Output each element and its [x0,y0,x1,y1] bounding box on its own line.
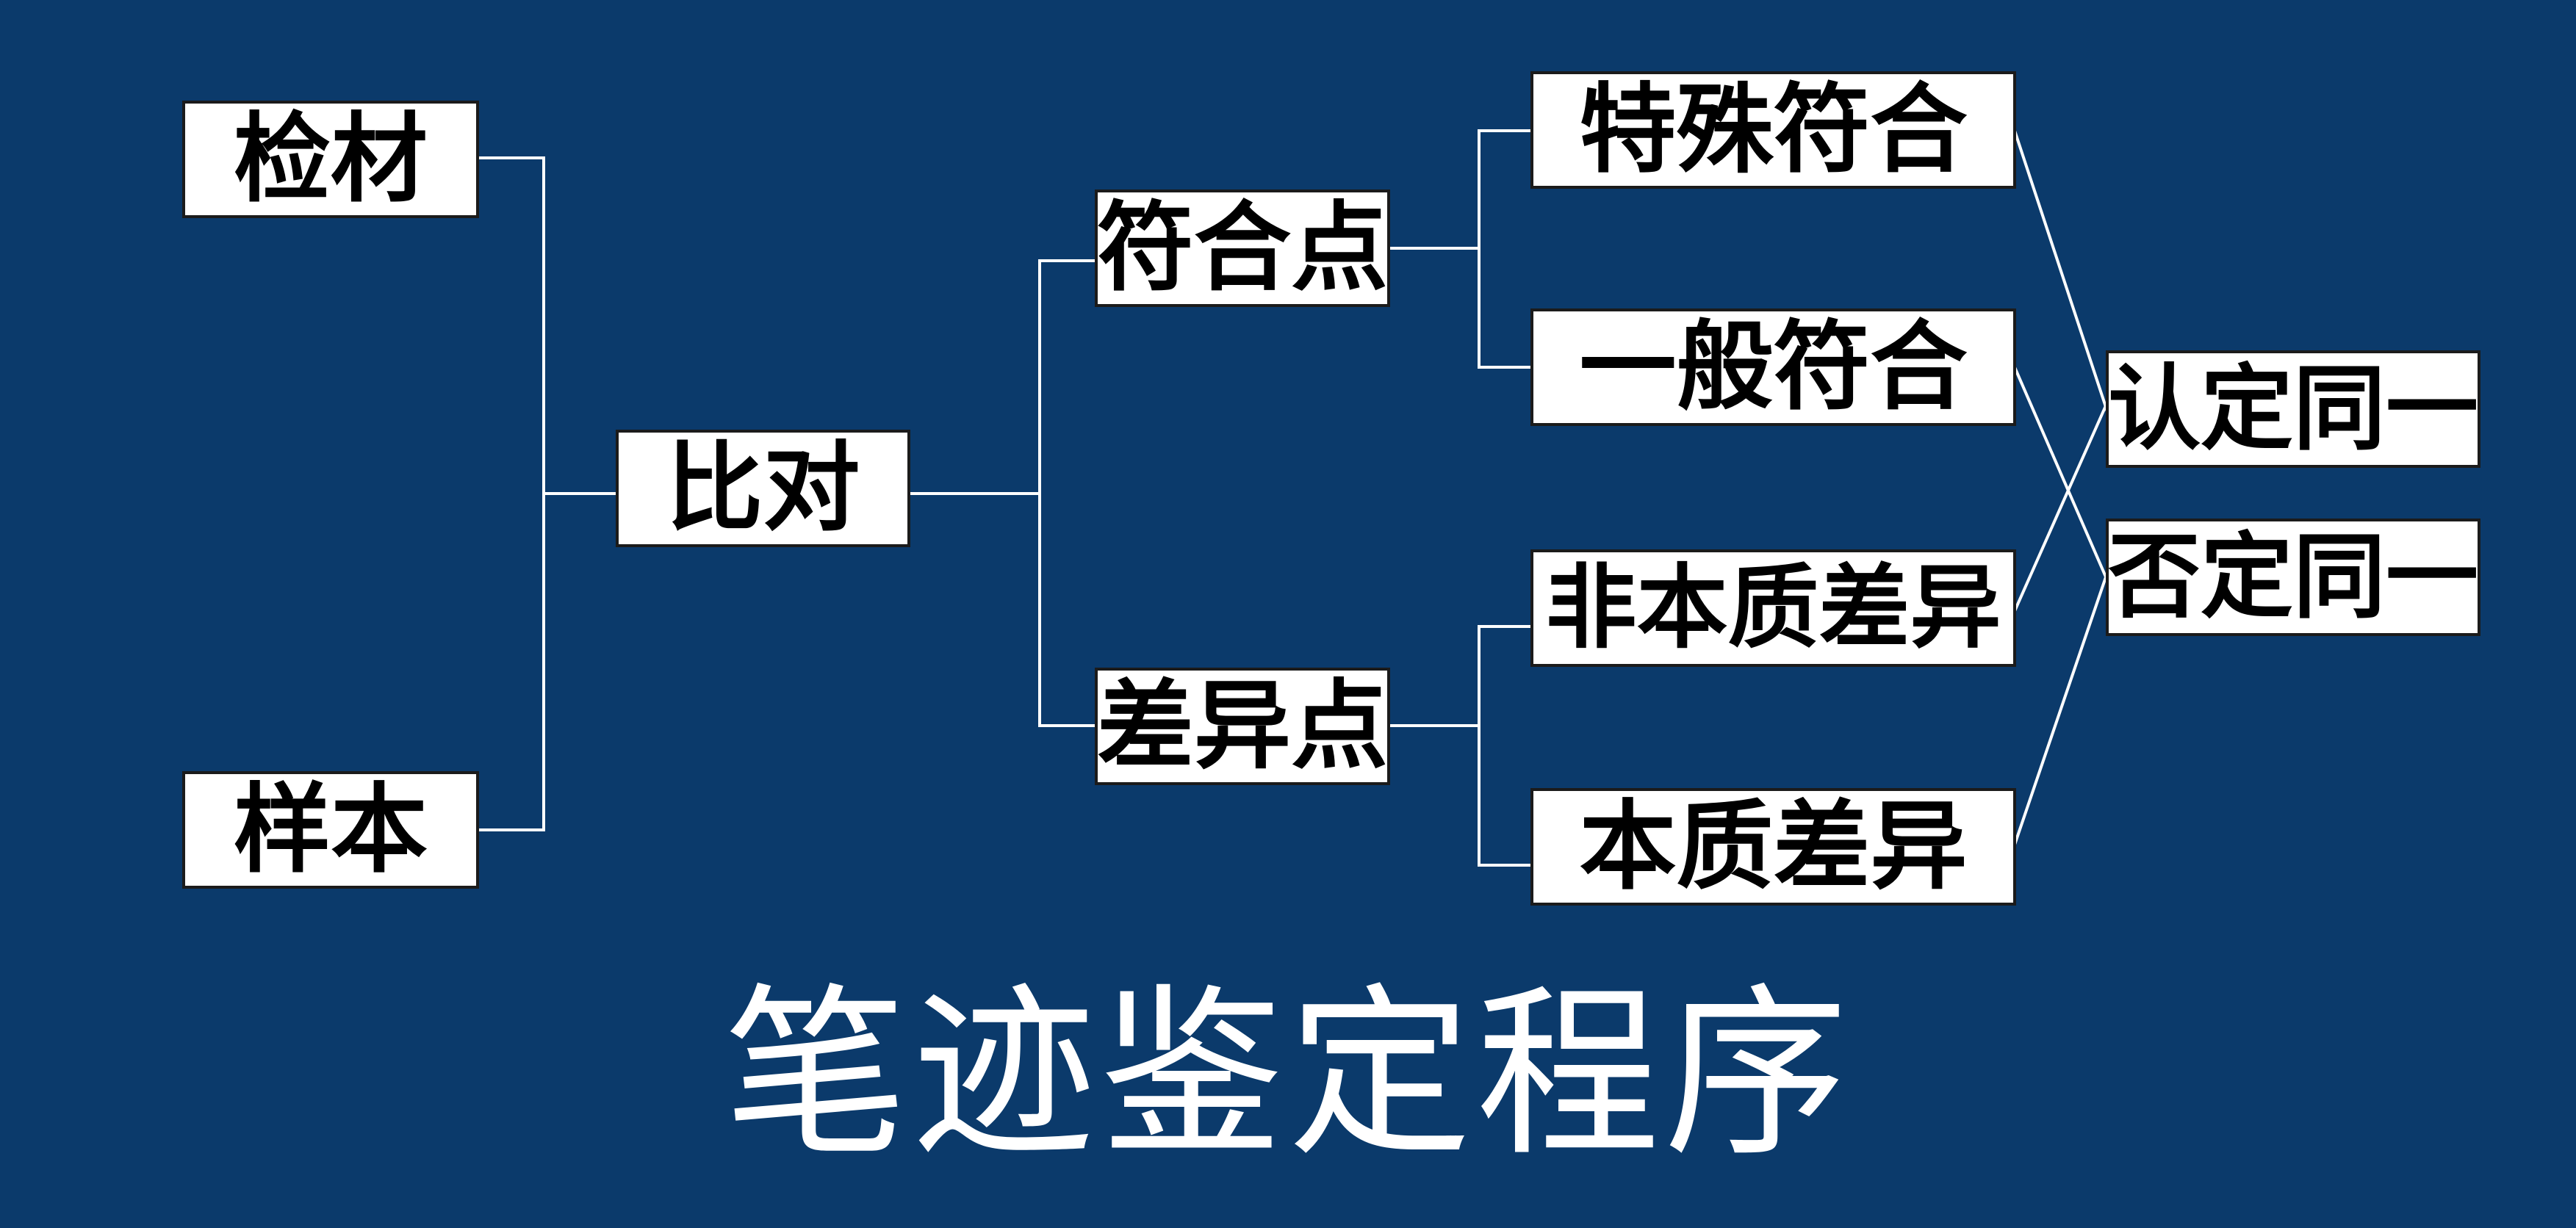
node-teshufuhe-label: 特殊符合 [1579,73,1968,187]
node-jiancai: 检材 [182,101,479,218]
node-foudingtongyi-label: 否定同一 [2108,523,2478,631]
node-fuhedian: 符合点 [1095,189,1390,307]
connector-yangben-bidui [478,494,545,831]
node-teshufuhe: 特殊符合 [1530,71,2016,189]
connector-bidui-fuhedian [909,259,1096,495]
node-feibenzhichayi-label: 非本质差异 [1545,555,2001,661]
node-rendingtongyi: 认定同一 [2106,350,2480,468]
node-fuhedian-label: 符合点 [1097,192,1388,305]
connector-chayidian-benzhi [1478,726,1532,867]
connector-teshu-rending [2013,130,2109,412]
node-chayidian-label: 差异点 [1097,670,1388,783]
diagram-title: 笔迹鉴定程序 [724,967,1852,1181]
node-yangben: 样本 [182,771,479,889]
node-jiancai-label: 检材 [234,103,428,216]
connector-chayidian-feibenzhi [1389,625,1532,727]
node-rendingtongyi-label: 认定同一 [2108,355,2478,463]
node-chayidian: 差异点 [1095,668,1390,785]
connector-fuhedian-teshu [1389,129,1532,250]
node-benzhichayi: 本质差异 [1530,788,2016,906]
node-bidui: 比对 [616,430,910,547]
node-yibanfuhe-label: 一般符合 [1579,311,1968,424]
connector-fuhedian-yiban [1478,248,1532,369]
node-yangben-label: 样本 [234,773,428,886]
node-foudingtongyi: 否定同一 [2106,519,2480,636]
connector-feibenzhi-rending [2013,402,2109,612]
node-bidui-label: 比对 [666,432,860,545]
node-feibenzhichayi: 非本质差异 [1530,549,2016,667]
connector-yiban-fouding [2013,366,2109,581]
node-yibanfuhe: 一般符合 [1530,308,2016,426]
connector-jiancai-bidui [478,156,617,495]
connector-bidui-chayidian [1038,494,1096,727]
node-benzhichayi-label: 本质差异 [1579,790,1968,903]
connector-benzhi-fouding [2013,572,2109,845]
